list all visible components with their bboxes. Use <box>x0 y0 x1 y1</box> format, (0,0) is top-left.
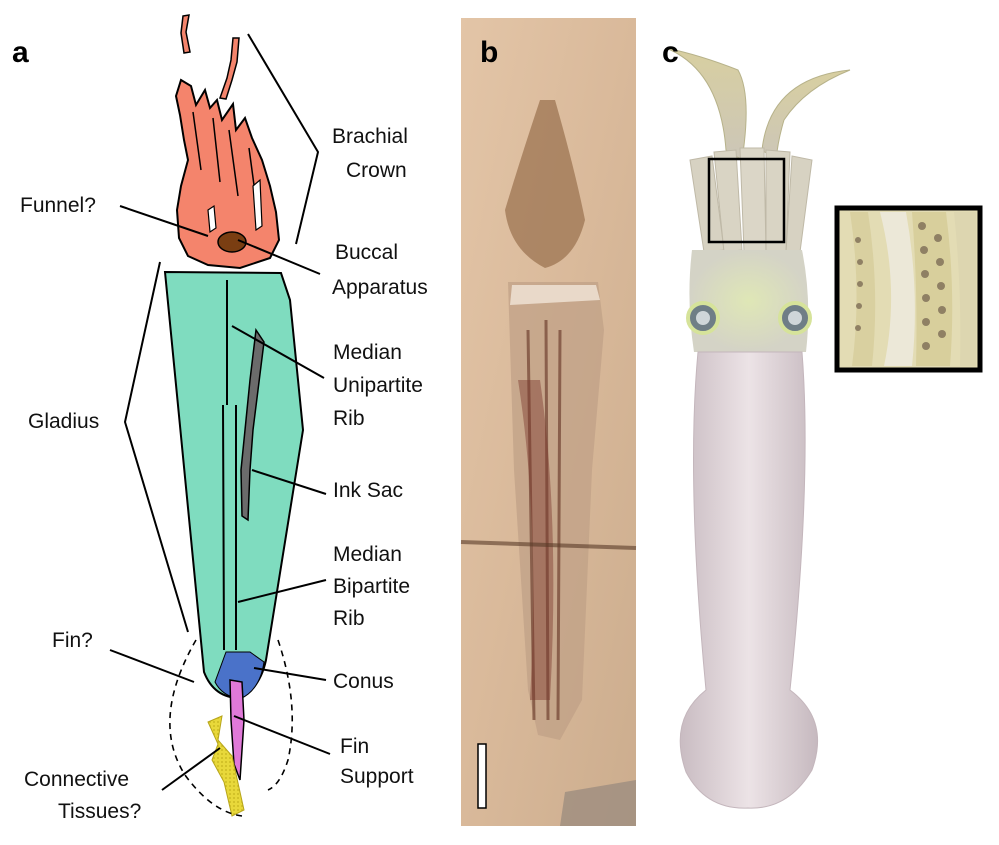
median-bipartite-rib-leader <box>237 579 327 603</box>
fossil-highlight <box>510 285 600 305</box>
label-median-bipartite-rib: Median Bipartite Rib <box>333 543 416 630</box>
squid-arm <box>785 155 813 253</box>
gladius-shape <box>163 270 305 700</box>
label-buccal-apparatus: Buccal Apparatus <box>332 241 428 299</box>
fossil-ribs <box>526 319 562 721</box>
panel-a: a <box>12 14 429 823</box>
crown-arm-lines <box>192 111 257 201</box>
crown-gap <box>252 178 263 232</box>
inset-arm <box>954 212 976 366</box>
fossil-crack <box>460 540 637 550</box>
fossil-crown <box>505 100 585 268</box>
fossil-chip <box>560 780 636 826</box>
squid-eye-left-iris <box>696 311 710 325</box>
fin-support-leader <box>233 715 331 755</box>
label-gladius: Gladius <box>28 410 99 433</box>
squid-arm <box>765 149 791 253</box>
zoom-region-box <box>707 157 786 244</box>
fin-leader <box>109 649 195 683</box>
ink-sac-shape <box>240 327 265 522</box>
gladius-bracket <box>123 261 189 633</box>
brachial-crown-shape <box>174 78 281 270</box>
panel-letter-a: a <box>12 36 29 69</box>
label-funnel: Funnel? <box>20 194 96 217</box>
conus-leader <box>253 667 327 681</box>
label-fin: Fin? <box>52 629 93 652</box>
median-unipartite-rib-leader <box>231 325 325 379</box>
buccal-apparatus-shape <box>217 231 247 253</box>
scale-bar <box>477 743 487 809</box>
label-conus: Conus <box>333 670 394 693</box>
panel-c: c <box>662 36 983 809</box>
funnel-leader <box>119 205 209 237</box>
fin-outline-left <box>169 639 243 817</box>
panel-b: b <box>460 18 637 826</box>
inset-arm <box>912 212 953 366</box>
tentacle <box>665 47 747 161</box>
squid-arm <box>739 147 767 253</box>
crown-fragment <box>180 14 191 54</box>
connective-tissues-leader <box>161 747 221 791</box>
squid-eye-right-iris <box>788 311 802 325</box>
fin-support-shape <box>229 679 245 781</box>
squid-mantle <box>679 351 819 809</box>
buccal-leader <box>237 239 321 275</box>
inset-arm <box>880 212 915 366</box>
panel-letter-b: b <box>480 36 498 69</box>
crown-fragment <box>218 37 240 100</box>
crown-gap <box>207 204 217 234</box>
squid-head <box>689 250 809 352</box>
label-connective-tissues: Connective Tissues? <box>24 768 141 823</box>
panel-letter-c: c <box>662 36 679 69</box>
label-median-unipartite-rib: Median Unipartite Rib <box>333 341 429 430</box>
label-ink-sac: Ink Sac <box>333 479 403 502</box>
label-fin-support: Fin Support <box>340 735 414 788</box>
fossil-dark-tissue <box>518 380 554 700</box>
label-brachial-crown: Brachial Crown <box>332 125 414 182</box>
fin-outline-right <box>267 639 294 791</box>
median-bipartite-rib-lines <box>222 404 237 651</box>
inset-suckers <box>855 222 946 350</box>
tentacle <box>761 69 851 161</box>
ink-sac-leader <box>251 469 327 495</box>
brachial-crown-bracket <box>247 33 320 245</box>
